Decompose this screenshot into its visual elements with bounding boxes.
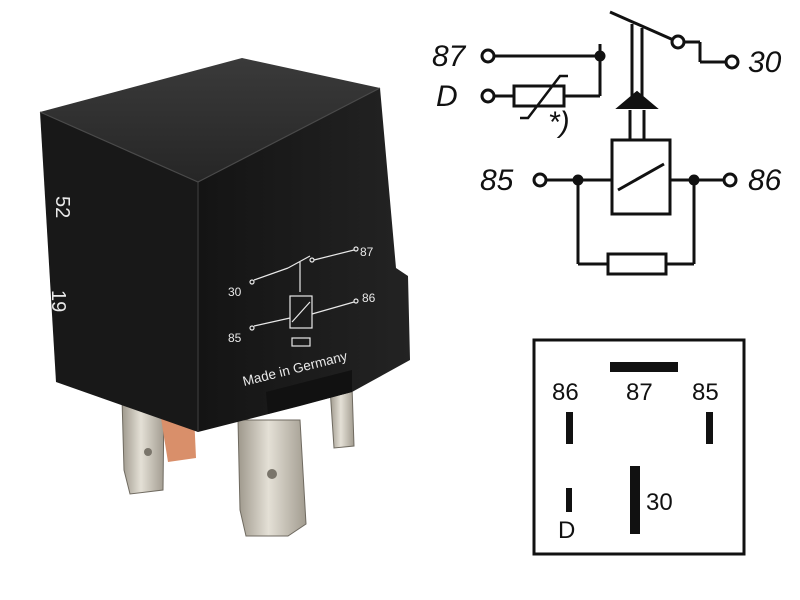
side-mark-1: 52 [51, 196, 73, 218]
relay-side-face [40, 112, 198, 432]
pinout-diagram [532, 338, 746, 556]
pinout-label-86: 86 [552, 379, 579, 406]
pin-86-blade [566, 412, 573, 444]
schematic-label-d: D [436, 80, 458, 113]
terminal-d-dot [480, 88, 496, 104]
pinout-label-85: 85 [692, 379, 719, 406]
relay-schematic [480, 10, 740, 276]
pinout-label-d: D [558, 517, 575, 544]
side-mark-2: 19 [47, 290, 69, 312]
body-label-85: 85 [228, 331, 242, 345]
schematic-label-85: 85 [480, 164, 514, 197]
relay-pin-center [237, 419, 307, 537]
coil-symbol [610, 138, 672, 216]
resistor-symbol [606, 252, 668, 276]
body-label-86: 86 [362, 291, 376, 305]
schematic-label-86: 86 [748, 164, 782, 197]
pin-85-blade [706, 412, 713, 444]
body-label-87: 87 [360, 245, 374, 259]
terminal-86-dot [722, 172, 738, 188]
schematic-footnote: *) [548, 106, 570, 139]
relay-front-face [198, 88, 410, 432]
pinout-label-30: 30 [646, 489, 673, 516]
schematic-label-30: 30 [748, 46, 782, 79]
pin-87-blade [610, 362, 678, 372]
schematic-label-87: 87 [432, 40, 467, 73]
terminal-87-dot [480, 48, 496, 64]
pinout-label-87: 87 [626, 379, 653, 406]
relay-photo: 52 19 30 87 85 86 Made in Germany [39, 58, 410, 537]
pin-d-blade [566, 488, 572, 512]
relay-top-face [40, 58, 380, 182]
terminal-85-dot [532, 172, 548, 188]
pin-30-blade [630, 466, 640, 534]
relay-printed-schematic [249, 246, 359, 347]
body-label-30: 30 [228, 285, 242, 299]
switch-arm [609, 10, 679, 44]
relay-tab [266, 370, 352, 414]
terminal-30-dot [724, 54, 740, 70]
